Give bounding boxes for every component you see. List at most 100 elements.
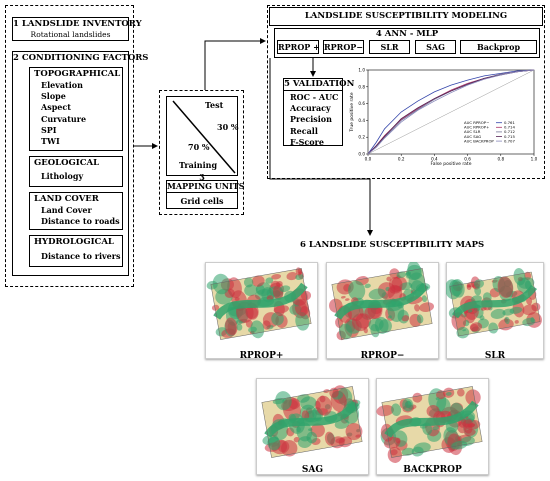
- map-patch: [211, 304, 220, 311]
- roc-ytick-label: 0.4: [358, 118, 365, 123]
- split-box: Test 30 % 70 % Training: [166, 96, 239, 176]
- factor-aspect: Aspect: [41, 102, 71, 113]
- map-patch: [236, 323, 243, 331]
- roc-xtick-label: 1.0: [531, 157, 538, 162]
- inventory-title: 1 LANDSLIDE INVENTORY: [13, 19, 142, 29]
- map-backprop: [376, 386, 483, 463]
- roc-xtick-label: 0.4: [431, 157, 438, 162]
- factor-distance-roads: Distance to roads: [41, 216, 120, 227]
- map-patch: [376, 404, 394, 417]
- roc-legend-value: 0.712: [504, 129, 515, 134]
- map-border: [331, 268, 433, 340]
- maps-title: 6 LANDSLIDE SUSCEPTIBILITY MAPS: [300, 240, 485, 250]
- method-slr: SLR: [369, 40, 410, 54]
- map-patch: [387, 284, 403, 302]
- map-label-rprop-plus: RPROP+: [239, 351, 284, 361]
- map-valley: [452, 284, 537, 319]
- map-border: [261, 386, 363, 458]
- metric-recall: Recall: [290, 125, 318, 136]
- map-patch: [513, 268, 526, 286]
- sampling-panel: [159, 90, 244, 215]
- roc-legend-label: AUC RPROP−: [464, 120, 489, 125]
- map-patch: [482, 292, 492, 303]
- map-patch: [488, 322, 499, 334]
- map-border: [210, 268, 312, 340]
- map-border: [381, 386, 483, 458]
- topographical-box: TOPOGRAPHICAL Elevation Slope Aspect Cur…: [29, 67, 123, 151]
- map-patch: [368, 288, 386, 300]
- map-patch: [334, 419, 350, 429]
- map-patch: [497, 276, 514, 298]
- roc-legend-label: AUC BACKPROP: [464, 138, 494, 143]
- split-step: 3: [199, 172, 205, 182]
- metric-roc-auc: ROC - AUC: [290, 92, 339, 102]
- map-patch: [364, 305, 382, 320]
- map-patch: [411, 446, 424, 457]
- roc-ytick-label: 0.6: [358, 101, 365, 106]
- map-patch: [474, 286, 482, 296]
- map-patch: [324, 431, 335, 446]
- roc-ytick-label: 1.0: [358, 68, 365, 73]
- map-patch: [340, 295, 346, 299]
- roc-legend-value: 0.714: [504, 125, 515, 130]
- roc-legend-value: 0.715: [504, 134, 515, 139]
- map-patch: [306, 431, 318, 444]
- land-cover-box: LAND COVER Land Cover Distance to roads: [29, 192, 123, 230]
- train-pct: 70 %: [188, 142, 210, 152]
- map-patch: [271, 274, 282, 280]
- map-patch: [451, 279, 465, 298]
- map-label-backprop: BACKPROP: [403, 465, 462, 475]
- factor-distance-rivers: Distance to rivers: [41, 251, 121, 261]
- method-backprop: Backprop: [460, 40, 537, 54]
- modeling-title: LANDSLIDE SUSCEPTIBILITY MODELING: [304, 11, 508, 21]
- map-patch: [338, 436, 353, 448]
- map-rprop-minus: [329, 262, 435, 341]
- map-patch: [364, 283, 371, 289]
- map-patch: [368, 318, 384, 332]
- method-rprop-plus: RPROP +: [277, 40, 320, 54]
- map-valley: [213, 282, 308, 321]
- factor-curvature: Curvature: [41, 113, 87, 124]
- map-patch: [300, 396, 317, 410]
- modeling-title-box: LANDSLIDE SUSCEPTIBILITY MODELING: [269, 7, 543, 26]
- map-patch: [396, 271, 407, 278]
- roc-ytick-label: 0.0: [358, 152, 365, 157]
- map-slr: [446, 268, 542, 339]
- map-patch: [348, 280, 366, 301]
- hydrological-title: HYDROLOGICAL: [34, 237, 114, 247]
- map-patch: [212, 273, 230, 295]
- metric-accuracy: Accuracy: [290, 103, 331, 114]
- map-patch: [406, 264, 423, 281]
- metric-f-score: F-Score: [290, 136, 324, 147]
- map-patch: [256, 284, 265, 295]
- roc-legend-value: 0.761: [504, 120, 515, 125]
- map-patch: [243, 277, 254, 288]
- factor-spi: SPI: [41, 124, 57, 135]
- split-diagonal-icon: [172, 100, 236, 174]
- map-patch: [498, 318, 514, 331]
- map-patch: [456, 326, 470, 339]
- map-patch: [457, 388, 465, 397]
- topographical-title: TOPOGRAPHICAL: [34, 69, 121, 79]
- map-patch: [262, 320, 271, 330]
- roc-legend-value: 0.707: [504, 138, 515, 143]
- map-patch: [267, 436, 281, 451]
- map-patch: [265, 277, 274, 284]
- geological-box: GEOLOGICAL Lithology: [29, 156, 123, 187]
- map-patch: [244, 284, 258, 297]
- roc-series-line: [367, 69, 535, 155]
- factor-elevation: Elevation: [41, 80, 83, 90]
- map-patch: [464, 429, 476, 437]
- map-patch: [387, 446, 402, 463]
- map-label-slr: SLR: [484, 351, 506, 361]
- map-patch: [412, 392, 423, 403]
- map-patch: [404, 401, 412, 408]
- map-patch: [315, 395, 333, 416]
- map-patch: [383, 436, 401, 449]
- map-border: [449, 271, 541, 337]
- test-label: Test: [205, 100, 224, 110]
- map-patch: [432, 425, 440, 431]
- roc-ylabel: True positive rate: [349, 92, 355, 132]
- conditioning-title: 2 CONDITIONING FACTORS: [13, 53, 149, 63]
